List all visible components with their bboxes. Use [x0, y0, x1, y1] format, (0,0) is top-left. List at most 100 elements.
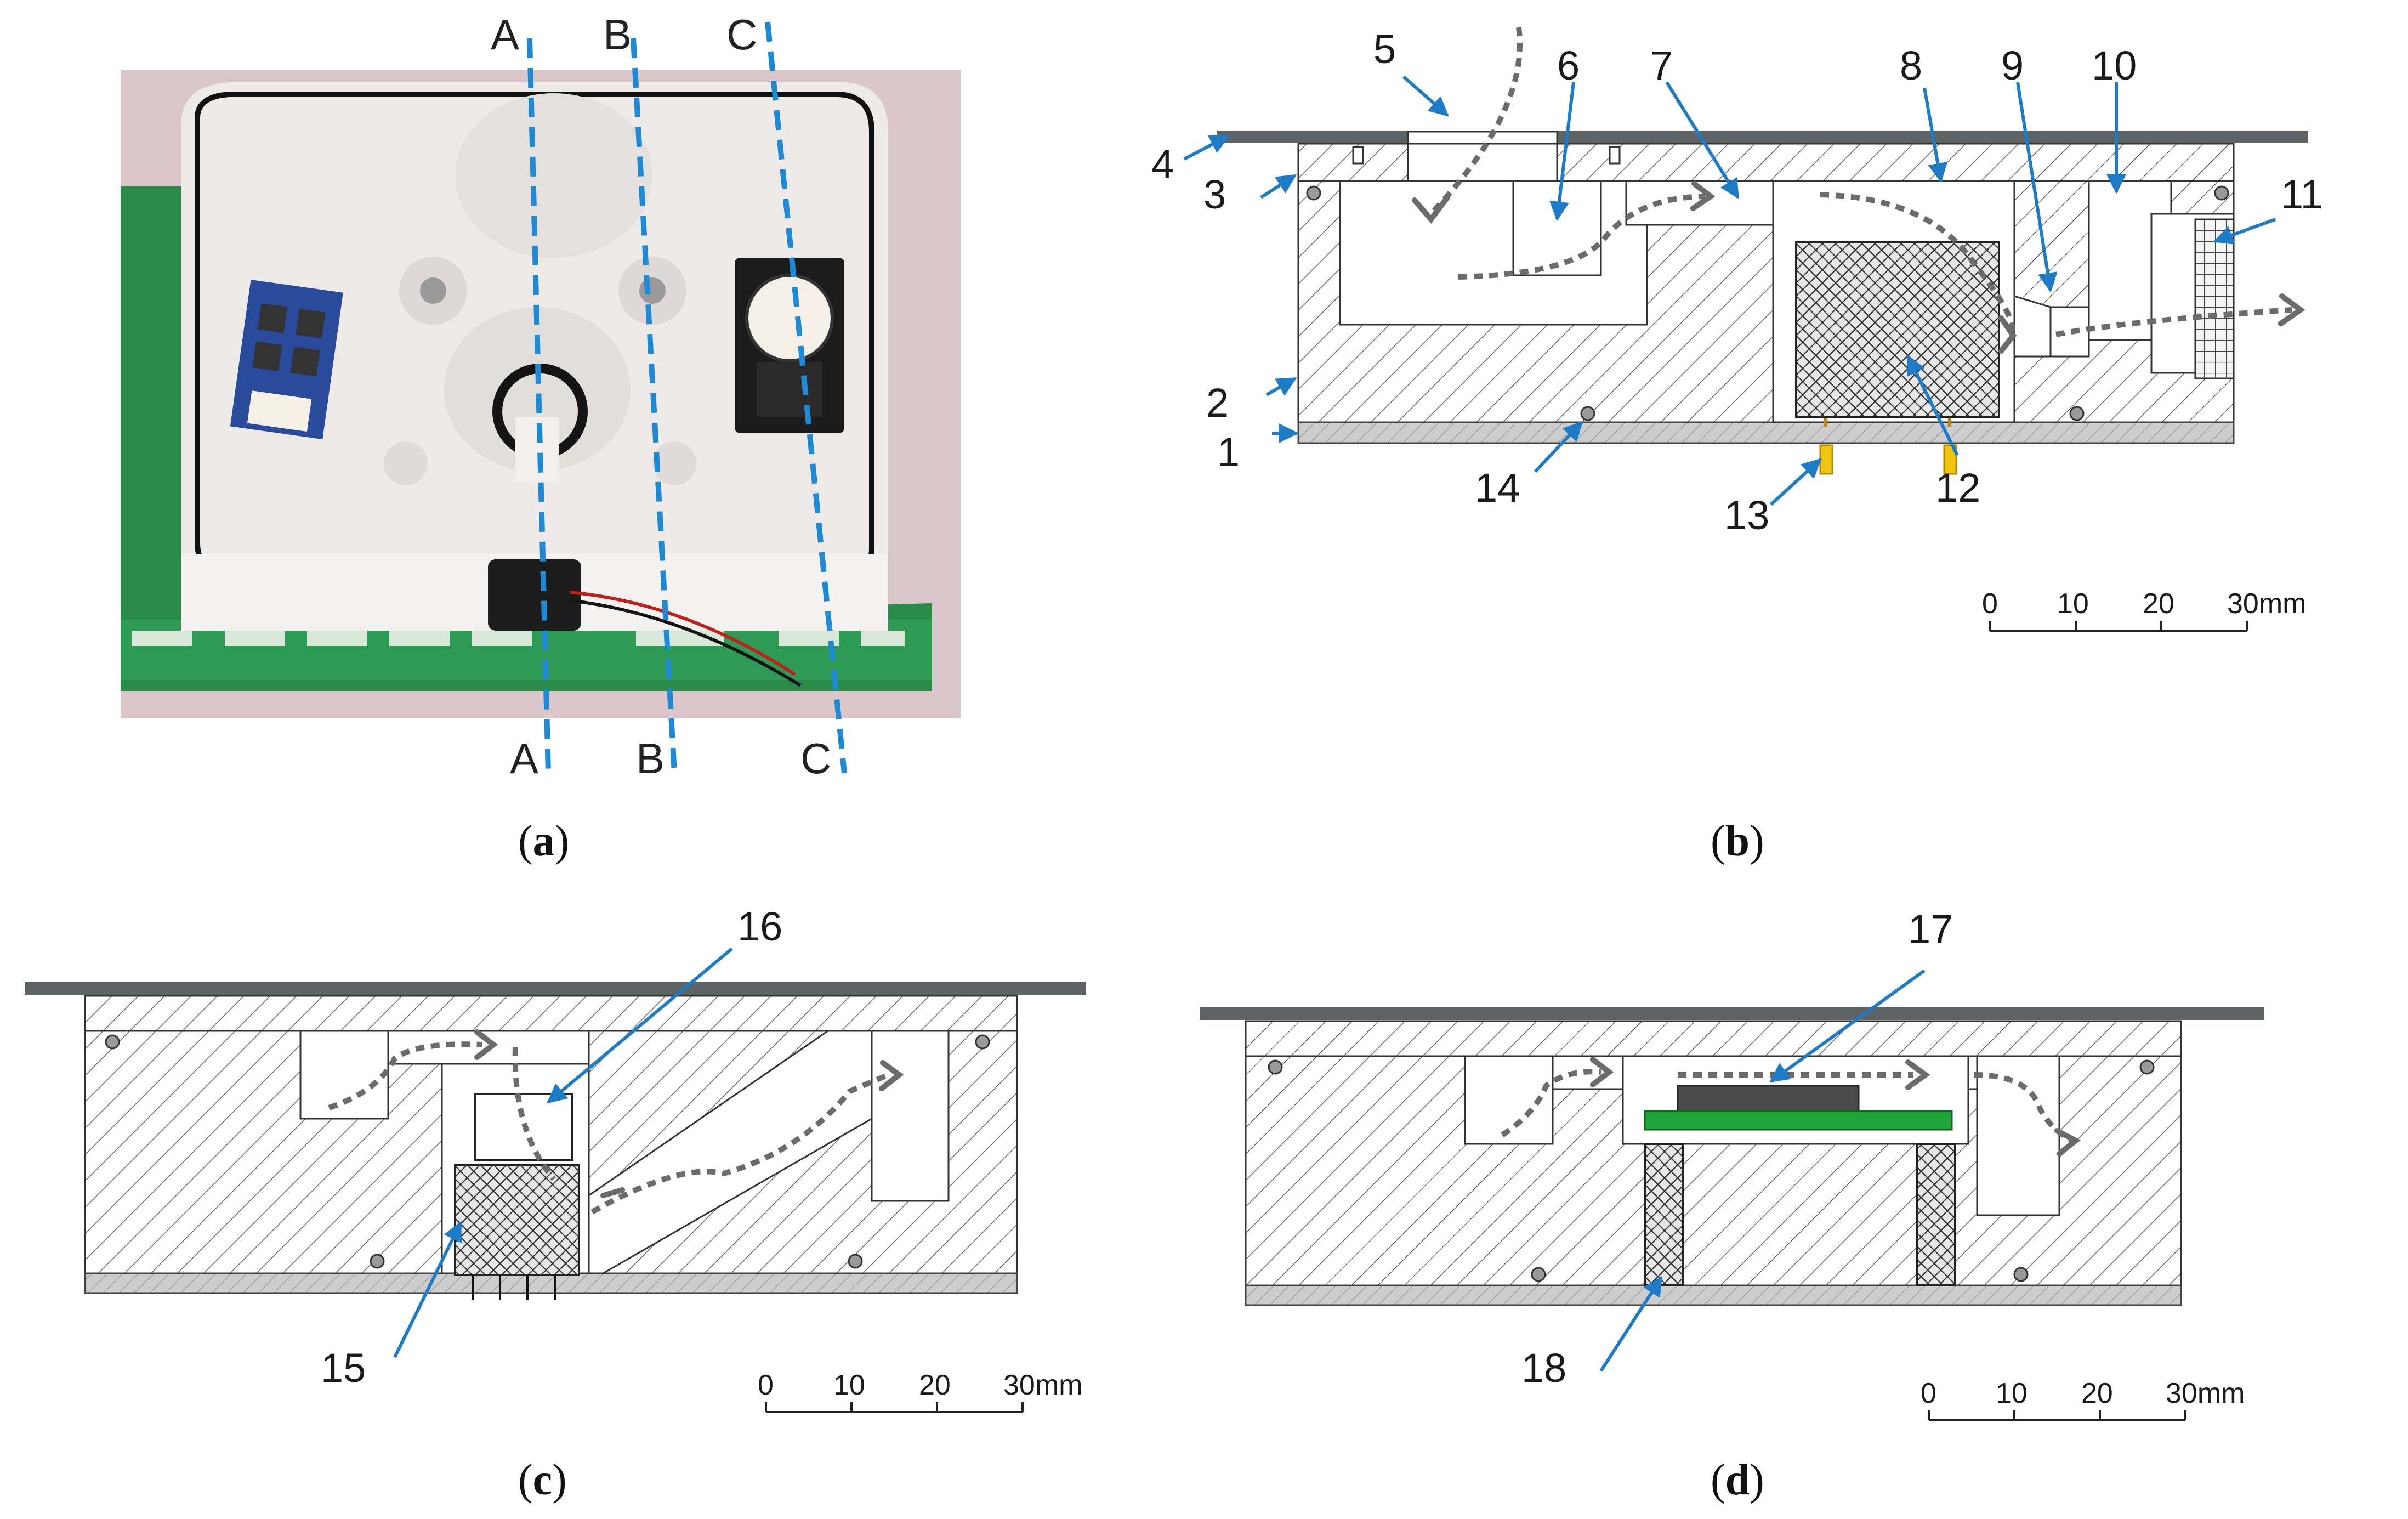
inlet-cavity-c	[299, 1030, 389, 1120]
scale-b-30: 30mm	[2227, 588, 2306, 620]
sensor-17	[1677, 1085, 1860, 1112]
wire-red	[570, 591, 796, 676]
callout-17: 17	[1908, 906, 1953, 952]
callout-1: 1	[1217, 429, 1240, 475]
section-label-a-top: A	[491, 10, 519, 59]
caption-b: (b)	[1711, 817, 1764, 865]
callout-13: 13	[1724, 492, 1769, 538]
sensor-15	[454, 1164, 580, 1276]
scale-d-20: 20	[2081, 1378, 2113, 1409]
standoff-18-right	[1916, 1143, 1956, 1286]
section-line-c	[765, 21, 847, 774]
callout-5: 5	[1373, 26, 1396, 72]
scale-bar-d: 0 10 20 30mm	[1921, 1378, 2245, 1421]
sensor-hole-left	[420, 277, 446, 304]
airflow-c-outlet	[590, 1072, 889, 1215]
channel-7	[1625, 180, 1797, 226]
callout-14: 14	[1475, 465, 1520, 511]
callout-4: 4	[1151, 141, 1174, 187]
scale-d-0: 0	[1921, 1378, 1936, 1409]
scale-c-0: 0	[758, 1369, 774, 1401]
scale-bar-b: 0 10 20 30mm	[1982, 588, 2306, 632]
callout-11: 11	[2281, 172, 2323, 217]
panel-d-section: 17 18 0 10 20 30mm	[1200, 906, 2264, 1421]
panel-a-photo: A B C A B C	[121, 10, 961, 783]
callout-7: 7	[1650, 43, 1673, 88]
screw-holes	[1352, 146, 1621, 165]
lid-layer-d	[1245, 1020, 2182, 1057]
section-line-b	[631, 38, 677, 774]
pin-lead-right	[1948, 418, 1951, 427]
base-plate-d	[1245, 1284, 2182, 1306]
wire-black	[570, 599, 802, 687]
top-plate-d	[1200, 1007, 2264, 1020]
panel-b-section: 1 2 3 4 5 6 7 8 9 10 11 12 13 14 0 10 20…	[1151, 26, 2323, 632]
o-rings	[1306, 185, 2229, 421]
cavity-top	[455, 93, 652, 258]
o-rings-d	[1268, 1059, 2155, 1282]
pin-13-left	[1819, 444, 1833, 475]
scale-bar-c: 0 10 20 30mm	[758, 1369, 1082, 1413]
outlet-mesh-11	[2194, 218, 2235, 379]
section-label-b-top: B	[603, 10, 632, 59]
airflow-c-down	[512, 1047, 556, 1181]
panel-c-section: 16 15 0 10 20 30mm	[25, 904, 1086, 1413]
airflow-sensor	[1820, 192, 2016, 336]
airflow-d-inlet	[1501, 1069, 1601, 1138]
callout-16: 16	[737, 904, 782, 949]
black-sensor-module	[735, 258, 844, 433]
base-plate-c	[84, 1272, 1018, 1294]
base-plate	[1297, 421, 2235, 444]
scale-d-30: 30mm	[2166, 1378, 2245, 1409]
airflow-heads-d	[1590, 1057, 2081, 1157]
pcb-17	[1644, 1110, 1953, 1131]
airflow-heads-c	[474, 1029, 904, 1198]
airflow-c	[328, 1041, 889, 1215]
callout-18: 18	[1521, 1345, 1566, 1391]
section-lines	[527, 21, 847, 774]
scale-c-10: 10	[833, 1369, 865, 1401]
pin-lead-left	[1824, 418, 1827, 427]
cavity-small-right	[652, 441, 696, 485]
airflow-inlet	[1429, 27, 1523, 216]
scale-d-10: 10	[1996, 1378, 2028, 1409]
caption-c: (c)	[518, 1456, 567, 1504]
lid-layer-c	[84, 995, 1018, 1032]
section-line-a	[527, 38, 551, 774]
section-label-a-bottom: A	[510, 734, 538, 783]
airflow-c-inlet	[328, 1041, 483, 1110]
airflow-chamber	[1458, 194, 1706, 280]
pcb-headers	[132, 631, 905, 646]
outlet-cavity-d	[1976, 1055, 2060, 1216]
callout-12: 12	[1935, 465, 1980, 511]
nozzle-9	[2013, 294, 2052, 358]
scale-c-30: 30mm	[1003, 1369, 1082, 1401]
sensor-15-pins	[472, 1275, 556, 1300]
outlet-cavity-c	[871, 1030, 950, 1202]
callout-8: 8	[1900, 43, 1922, 88]
callout-9: 9	[2001, 43, 2024, 88]
o-rings-c	[105, 1034, 990, 1269]
cavity-center	[444, 307, 631, 472]
callout-arrows-b	[1183, 75, 2276, 506]
standoff-18-left	[1644, 1143, 1684, 1286]
blue-sensor-board	[230, 280, 343, 440]
inlet-opening	[1407, 131, 1558, 145]
caption-a: (a)	[518, 817, 569, 865]
callout-2: 2	[1206, 380, 1229, 426]
scale-b-10: 10	[2057, 588, 2089, 620]
section-label-c-top: C	[726, 10, 757, 59]
section-label-c-bottom: C	[800, 734, 831, 783]
callout-arrows-d	[1599, 969, 1926, 1372]
sensor-hole-right	[639, 277, 666, 304]
cavity-small-left	[384, 441, 428, 485]
airflow-b	[1429, 27, 2292, 337]
callout-arrows-c	[393, 947, 733, 1358]
callout-6: 6	[1557, 43, 1580, 88]
baffle-6	[1512, 180, 1602, 276]
pin-13-right	[1943, 444, 1957, 475]
section-label-b-bottom: B	[636, 734, 665, 783]
top-plate-c	[25, 982, 1086, 995]
top-plate	[1217, 131, 2308, 143]
